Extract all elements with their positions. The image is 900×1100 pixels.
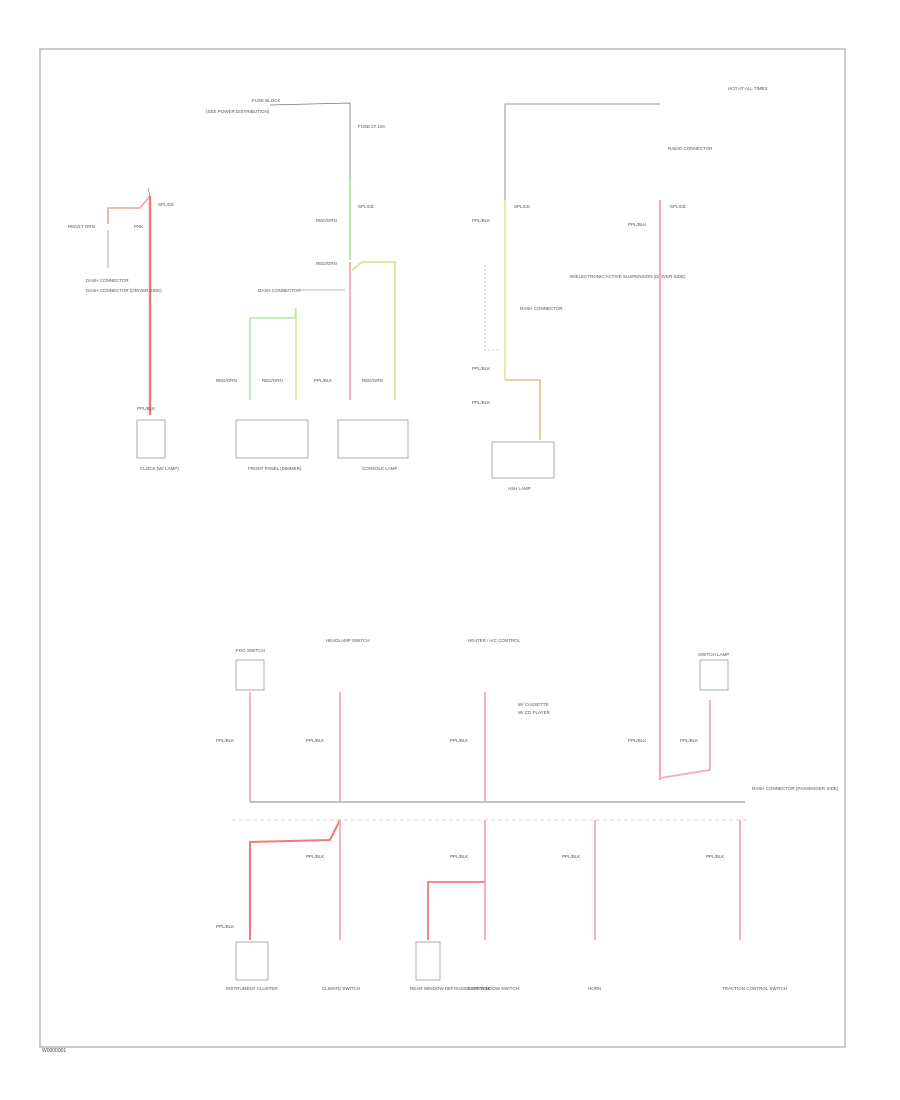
label-ppl-blk-j: PPL/BLK — [450, 738, 468, 743]
label-options-note: W/ELECTRONIC ACTIVE SUSPENSION (DRIVER S… — [570, 274, 686, 279]
label-fuse-box-note: (SEE POWER DISTRIBUTION) — [206, 109, 270, 114]
instrument-cluster-box — [235, 941, 269, 981]
diagram-frame — [39, 48, 846, 1048]
label-ppl-blk-f: PPL/BLK — [628, 738, 646, 743]
label-horn: HORN — [588, 986, 601, 991]
footer-code: W0000001 — [42, 1048, 66, 1054]
label-right-top-note: HOT AT ALL TIMES — [728, 86, 768, 91]
label-ppl-blk-h: PPL/BLK — [216, 738, 234, 743]
right-feed-circuit: PPL/BLK SPLICE SWITCH LAMP PPL/BLK PPL/B… — [628, 200, 729, 780]
label-ash-lamp: ASH LAMP — [508, 486, 531, 491]
label-ppl-blk-g: PPL/BLK — [680, 738, 698, 743]
label-top-left-note: DASH CONNECTOR (DRIVER SIDE) — [86, 288, 162, 293]
label-ppl-blk-i: PPL/BLK — [306, 738, 324, 743]
fuse-block-circuit: FUSE BLOCK (SEE POWER DISTRIBUTION) FUSE… — [206, 98, 409, 471]
label-instrument-cluster: INSTRUMENT CLUSTER — [226, 986, 278, 991]
label-red-grn-d: RED/GRN — [262, 378, 283, 383]
label-ppl-blk-n: PPL/BLK — [562, 854, 580, 859]
label-ppl-blk-e: PPL/BLK — [628, 222, 646, 227]
rear-defog-box — [415, 941, 441, 981]
front-panel-circuit: RED/GRN RED/GRN FRONT PANEL (DIMMER) — [216, 307, 309, 471]
clock-lamp-circuit: RED/LT GRN PNK SPLICE DASH CONNECTOR DAS… — [68, 187, 179, 471]
upper-components: FOG SWITCH PPL/BLK HEADLAMP SWITCH PPL/B… — [216, 638, 551, 802]
label-console-lamp: CONSOLE LAMP — [362, 466, 398, 471]
label-dash-conn-right: DASH CONNECTOR (PASSENGER SIDE) — [752, 786, 839, 791]
front-panel-box — [235, 419, 309, 459]
label-splice-top: SPLICE — [158, 202, 174, 207]
label-ppl-blk-m: PPL/BLK — [450, 854, 468, 859]
label-splice-fuse: SPLICE — [358, 204, 374, 209]
label-splice-radio: SPLICE — [514, 204, 530, 209]
label-climate-switch: CLIMATE SWITCH — [322, 986, 360, 991]
label-red-lt-grn: RED/LT GRN — [68, 224, 95, 229]
fog-switch-box — [235, 659, 265, 691]
traction-switch-box — [699, 659, 729, 691]
console-lamp-box — [337, 419, 409, 459]
clock-lamp-box — [136, 419, 166, 459]
label-heater-ac: HEATER / A/C CONTROL — [468, 638, 521, 643]
label-fuse-block: FUSE BLOCK — [252, 98, 281, 103]
label-ppl-blk-a: PPL/BLK — [137, 406, 155, 411]
ground-bus: DASH CONNECTOR (PASSENGER SIDE) — [232, 786, 839, 821]
label-clock-lamp: CLOCK (W/ LAMP) — [140, 466, 179, 471]
label-splice-right: SPLICE — [670, 204, 686, 209]
label-red-grn-b: RED/GRN — [362, 378, 383, 383]
lower-components: INSTRUMENT CLUSTER PPL/BLK PPL/BLK CLIMA… — [216, 819, 787, 991]
label-ppl-blk-l: PPL/BLK — [306, 854, 324, 859]
label-pnk: PNK — [134, 224, 143, 229]
label-ppl-blk-b: PPL/BLK — [314, 378, 332, 383]
ash-lamp-box — [491, 441, 555, 479]
label-ppl-blk-k: PPL/BLK — [216, 924, 234, 929]
label-sw-lamp: SWITCH LAMP — [698, 652, 729, 657]
label-ppl-blk-d: PPL/BLK — [472, 400, 490, 405]
label-left-window-switch: LEFT WINDOW SWITCH — [468, 986, 519, 991]
label-red-grn: RED/GRN — [316, 218, 337, 223]
label-ppl-blk-c: PPL/BLK — [472, 366, 490, 371]
label-dash-conn-radio: DASH CONNECTOR — [520, 306, 563, 311]
radio-circuit: RADIO CONNECTOR HOT AT ALL TIMES PPL/BLK… — [472, 86, 768, 491]
label-front-panel: FRONT PANEL (DIMMER) — [248, 466, 302, 471]
label-traction-switch: TRACTION CONTROL SWITCH — [722, 986, 787, 991]
label-dash-connector-left: DASH CONNECTOR — [86, 278, 129, 283]
label-ppl-blk: PPL/BLK — [472, 218, 490, 223]
label-ppl-blk-o: PPL/BLK — [706, 854, 724, 859]
label-red-grn-c: RED/GRN — [216, 378, 237, 383]
label-dash-conn-mid: DASH CONNECTOR — [258, 288, 301, 293]
label-w-cd: W/ CD PLAYER — [518, 710, 551, 715]
label-fog-switch: FOG SWITCH — [236, 648, 265, 653]
label-radio-note: RADIO CONNECTOR — [668, 146, 713, 151]
label-w-cassette: W/ CASSETTE — [518, 702, 549, 707]
label-rear-defog: REAR WINDOW DEFOGGER SWITCH — [410, 986, 490, 991]
label-red-grn-a: RED/GRN — [316, 261, 337, 266]
label-fuse-num: FUSE 27 10A — [358, 124, 386, 129]
label-headlamp-sw: HEADLAMP SWITCH — [326, 638, 370, 643]
